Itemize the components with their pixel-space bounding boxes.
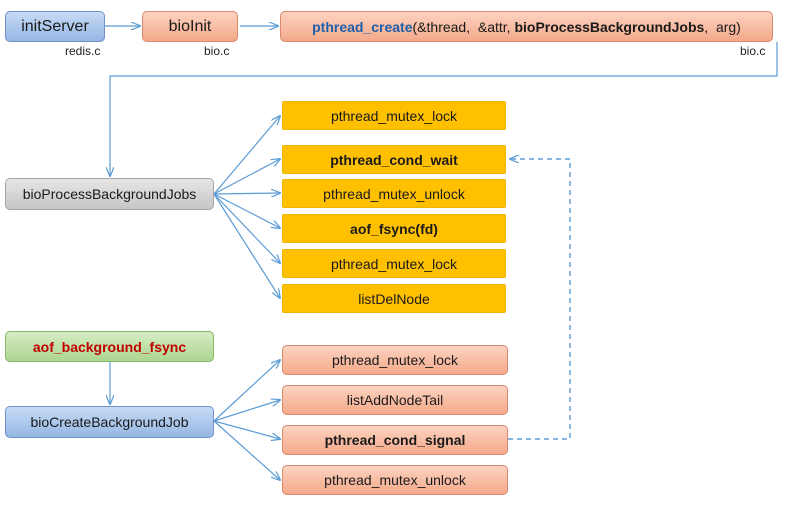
worker-step-3-label: pthread_mutex_unlock (323, 185, 465, 202)
arrow-worker-step-5 (213, 193, 280, 263)
producer-box: bioCreateBackgroundJob (5, 406, 214, 438)
worker-step-4: aof_fsync(fd) (282, 214, 506, 243)
producer-fanout-arrows (213, 360, 280, 480)
worker-step-5: pthread_mutex_lock (282, 249, 506, 278)
worker-step-2: pthread_cond_wait (282, 145, 506, 174)
worker-box: bioProcessBackgroundJobs (5, 178, 214, 210)
worker-step-1: pthread_mutex_lock (282, 101, 506, 130)
arrow-worker-step-6 (213, 193, 280, 298)
worker-step-6: listDelNode (282, 284, 506, 313)
initserver-label: initServer (21, 17, 89, 35)
arrow-worker-step-4 (213, 193, 280, 228)
producer-step-4: pthread_mutex_unlock (282, 465, 508, 495)
producer-step-1: pthread_mutex_lock (282, 345, 508, 375)
worker-step-3: pthread_mutex_unlock (282, 179, 506, 208)
bioinit-box: bioInit (142, 11, 238, 42)
producer-step-3: pthread_cond_signal (282, 425, 508, 455)
worker-step-4-label: aof_fsync(fd) (350, 220, 438, 237)
pthread-create-close-args: , arg) (704, 18, 741, 35)
arrow-producer-step-3 (213, 420, 280, 439)
caller-label: aof_background_fsync (32, 338, 187, 355)
arrow-pthread-create-worker (110, 42, 778, 176)
bioinit-file-label: bio.c (204, 44, 230, 58)
worker-step-2-label: pthread_cond_wait (330, 151, 458, 168)
arrow-signal-to-wait-dashed (508, 159, 571, 440)
producer-step-1-label: pthread_mutex_lock (331, 352, 459, 368)
worker-step-1-label: pthread_mutex_lock (330, 107, 458, 124)
arrow-producer-step-2 (213, 400, 280, 422)
worker-fanout-arrows (213, 116, 280, 298)
caller-box: aof_background_fsync (5, 331, 214, 362)
arrow-worker-step-3 (213, 193, 280, 194)
worker-label: bioProcessBackgroundJobs (22, 186, 197, 202)
pthread-create-call: pthread_create(&thread, &attr, bioProces… (312, 19, 741, 35)
pthread-create-box: pthread_create(&thread, &attr, bioProces… (280, 11, 773, 42)
arrow-worker-step-1 (213, 116, 280, 195)
pthread-create-open-args: (&thread, &attr, (412, 18, 515, 35)
worker-step-5-label: pthread_mutex_lock (330, 255, 458, 272)
producer-step-2: listAddNodeTail (282, 385, 508, 415)
producer-step-2-label: listAddNodeTail (346, 392, 444, 408)
initserver-file-label: redis.c (65, 44, 101, 58)
worker-step-6-label: listDelNode (358, 290, 430, 307)
producer-label: bioCreateBackgroundJob (30, 414, 189, 430)
arrow-producer-step-1 (213, 360, 280, 422)
producer-step-4-label: pthread_mutex_unlock (324, 472, 466, 488)
producer-step-3-label: pthread_cond_signal (324, 432, 466, 448)
bioinit-label: bioInit (168, 17, 212, 35)
pthread-create-job-arg: bioProcessBackgroundJobs (514, 18, 705, 35)
pthread-create-file-label: bio.c (740, 44, 766, 58)
initserver-box: initServer (5, 11, 105, 42)
arrow-producer-step-4 (213, 420, 280, 480)
pthread-create-fn: pthread_create (312, 18, 413, 35)
arrow-worker-step-2 (213, 159, 280, 195)
